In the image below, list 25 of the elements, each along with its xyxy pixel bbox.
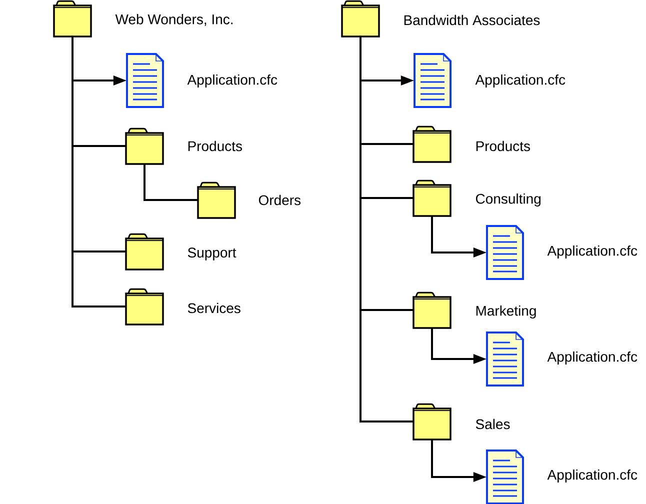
- connector-line: [360, 36, 362, 422]
- connector-line: [360, 420, 414, 422]
- connector-line: [72, 36, 74, 308]
- file-label: Application.cfc: [547, 469, 638, 483]
- file-label: Application.cfc: [187, 74, 278, 88]
- folder-label: Services: [188, 302, 240, 314]
- file-label: Application.cfc: [547, 245, 638, 259]
- connector-line: [360, 143, 414, 145]
- folder-label: Marketing: [476, 305, 536, 319]
- folder-label: Bandwidth Associates: [404, 14, 540, 26]
- file-label: Application.cfc: [475, 74, 566, 88]
- folder-label: Consulting: [476, 193, 540, 207]
- folder-label: Sales: [476, 418, 510, 430]
- folder-label: Web Wonders, Inc.: [115, 14, 233, 26]
- connector-line: [72, 145, 126, 147]
- folder-label: Orders: [258, 194, 301, 206]
- folder-label: Support: [188, 248, 236, 260]
- connector-line: [144, 164, 198, 201]
- connector-line: [72, 250, 126, 252]
- folder-label: Products: [188, 140, 242, 152]
- connector-line: [360, 197, 414, 199]
- file-label: Application.cfc: [547, 351, 638, 365]
- connector-line: [72, 306, 126, 308]
- connector-line: [360, 309, 414, 311]
- folder-label: Products: [476, 140, 530, 152]
